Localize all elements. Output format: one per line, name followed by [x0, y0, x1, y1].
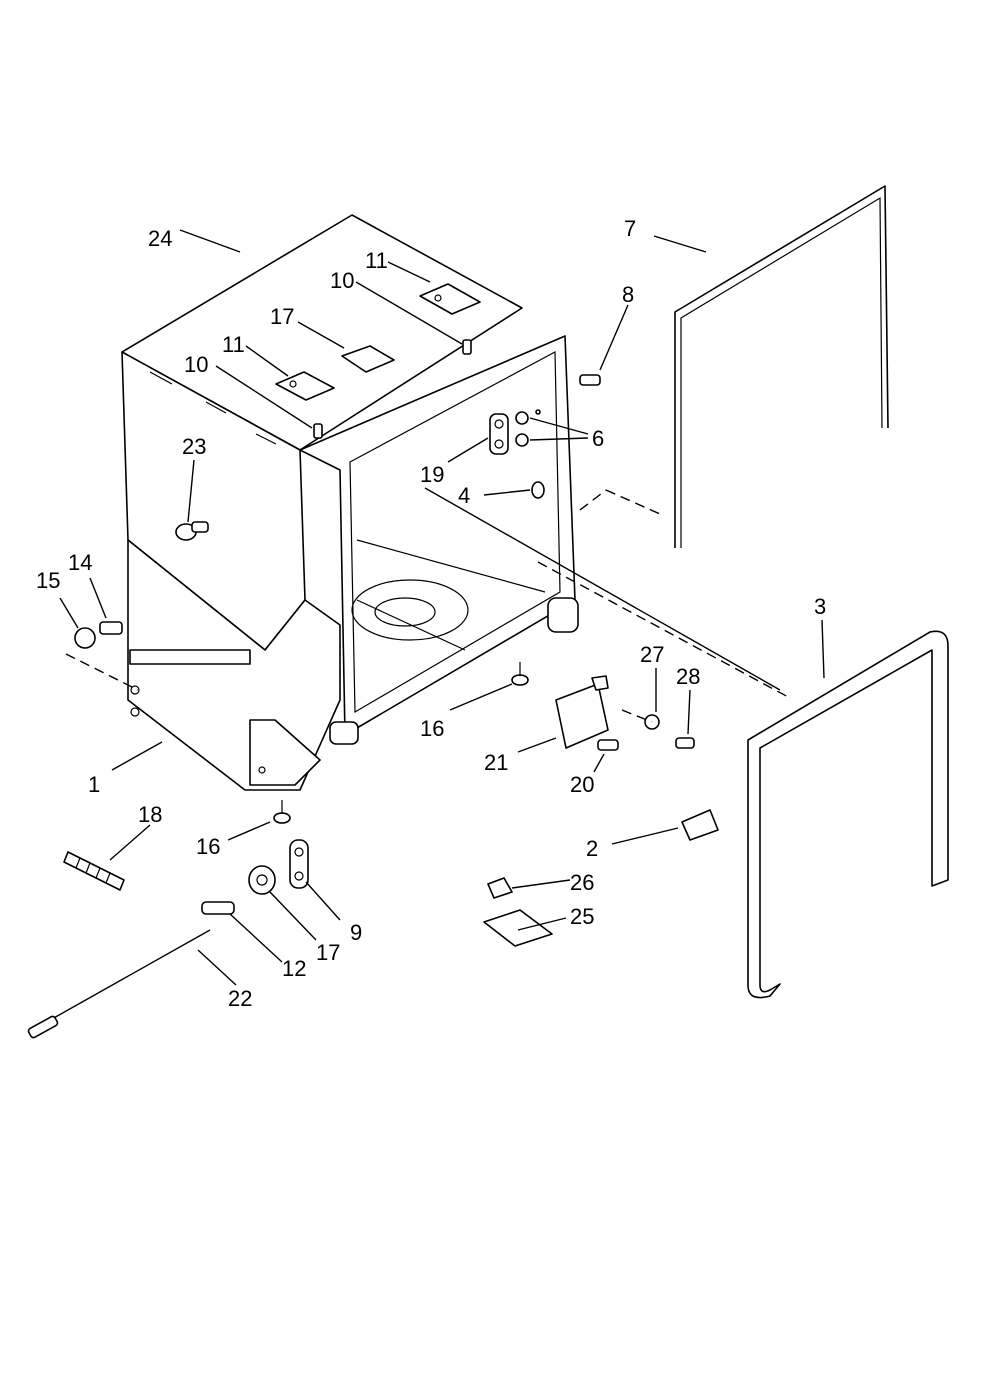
callout-24: 24 [148, 226, 172, 251]
callout-9: 9 [350, 920, 362, 945]
callout-26: 26 [570, 870, 594, 895]
callout-21: 21 [484, 750, 508, 775]
spring-18 [63, 851, 125, 891]
screw-20 [597, 739, 619, 751]
callout-25: 25 [570, 904, 594, 929]
callout-17-top: 17 [270, 304, 294, 329]
callout-12: 12 [282, 956, 306, 981]
wheel-17 [248, 865, 276, 895]
door-gasket-3 [747, 630, 949, 999]
screw-10-right [462, 339, 472, 355]
callout-1: 1 [88, 772, 100, 797]
bracket-25 [483, 909, 553, 947]
callout-14: 14 [68, 550, 92, 575]
cable-22 [27, 929, 211, 1039]
hinge-bracket-right [419, 283, 481, 315]
leg-14 [99, 621, 123, 635]
leader-lines [59, 229, 825, 986]
callout-23: 23 [182, 434, 206, 459]
hinge-9 [289, 839, 309, 889]
gasket-7 [674, 185, 889, 548]
bracket-21 [555, 675, 609, 749]
screw-12 [201, 901, 235, 915]
clip-17-top [341, 345, 395, 373]
callout-27: 27 [640, 642, 664, 667]
callout-11-top: 11 [365, 248, 388, 273]
callout-18: 18 [138, 802, 162, 827]
plug-23 [175, 521, 209, 541]
hinge-bracket-left [275, 371, 335, 401]
callout-16-right: 16 [420, 716, 444, 741]
callout-3: 3 [814, 594, 826, 619]
foot-16-left [273, 800, 291, 824]
callout-8: 8 [622, 282, 634, 307]
bracket-19 [489, 413, 509, 455]
callout-4: 4 [458, 483, 470, 508]
foot-16-right [511, 662, 529, 686]
clip-26 [487, 877, 513, 899]
callout-7: 7 [624, 216, 636, 241]
callout-15: 15 [36, 568, 60, 593]
callout-16-left: 16 [196, 834, 220, 859]
screw-10-left [313, 423, 323, 439]
screw-8 [579, 374, 601, 386]
bushing-4 [531, 481, 545, 499]
callout-19: 19 [420, 462, 444, 487]
callout-2: 2 [586, 836, 598, 861]
callout-11-left: 11 [222, 332, 245, 357]
callout-6: 6 [592, 426, 604, 451]
latch-2 [681, 809, 719, 841]
callout-labels: 24 11 10 17 11 10 23 7 8 6 19 4 15 14 16… [36, 216, 826, 1011]
callout-10-left: 10 [184, 352, 208, 377]
callout-22: 22 [228, 986, 252, 1011]
callout-20: 20 [570, 772, 594, 797]
callout-17-left: 17 [316, 940, 340, 965]
callout-28: 28 [676, 664, 700, 689]
callout-10-top: 10 [330, 268, 354, 293]
screw-28 [675, 737, 695, 749]
nut-15 [74, 627, 96, 649]
washers-6 [515, 409, 541, 447]
